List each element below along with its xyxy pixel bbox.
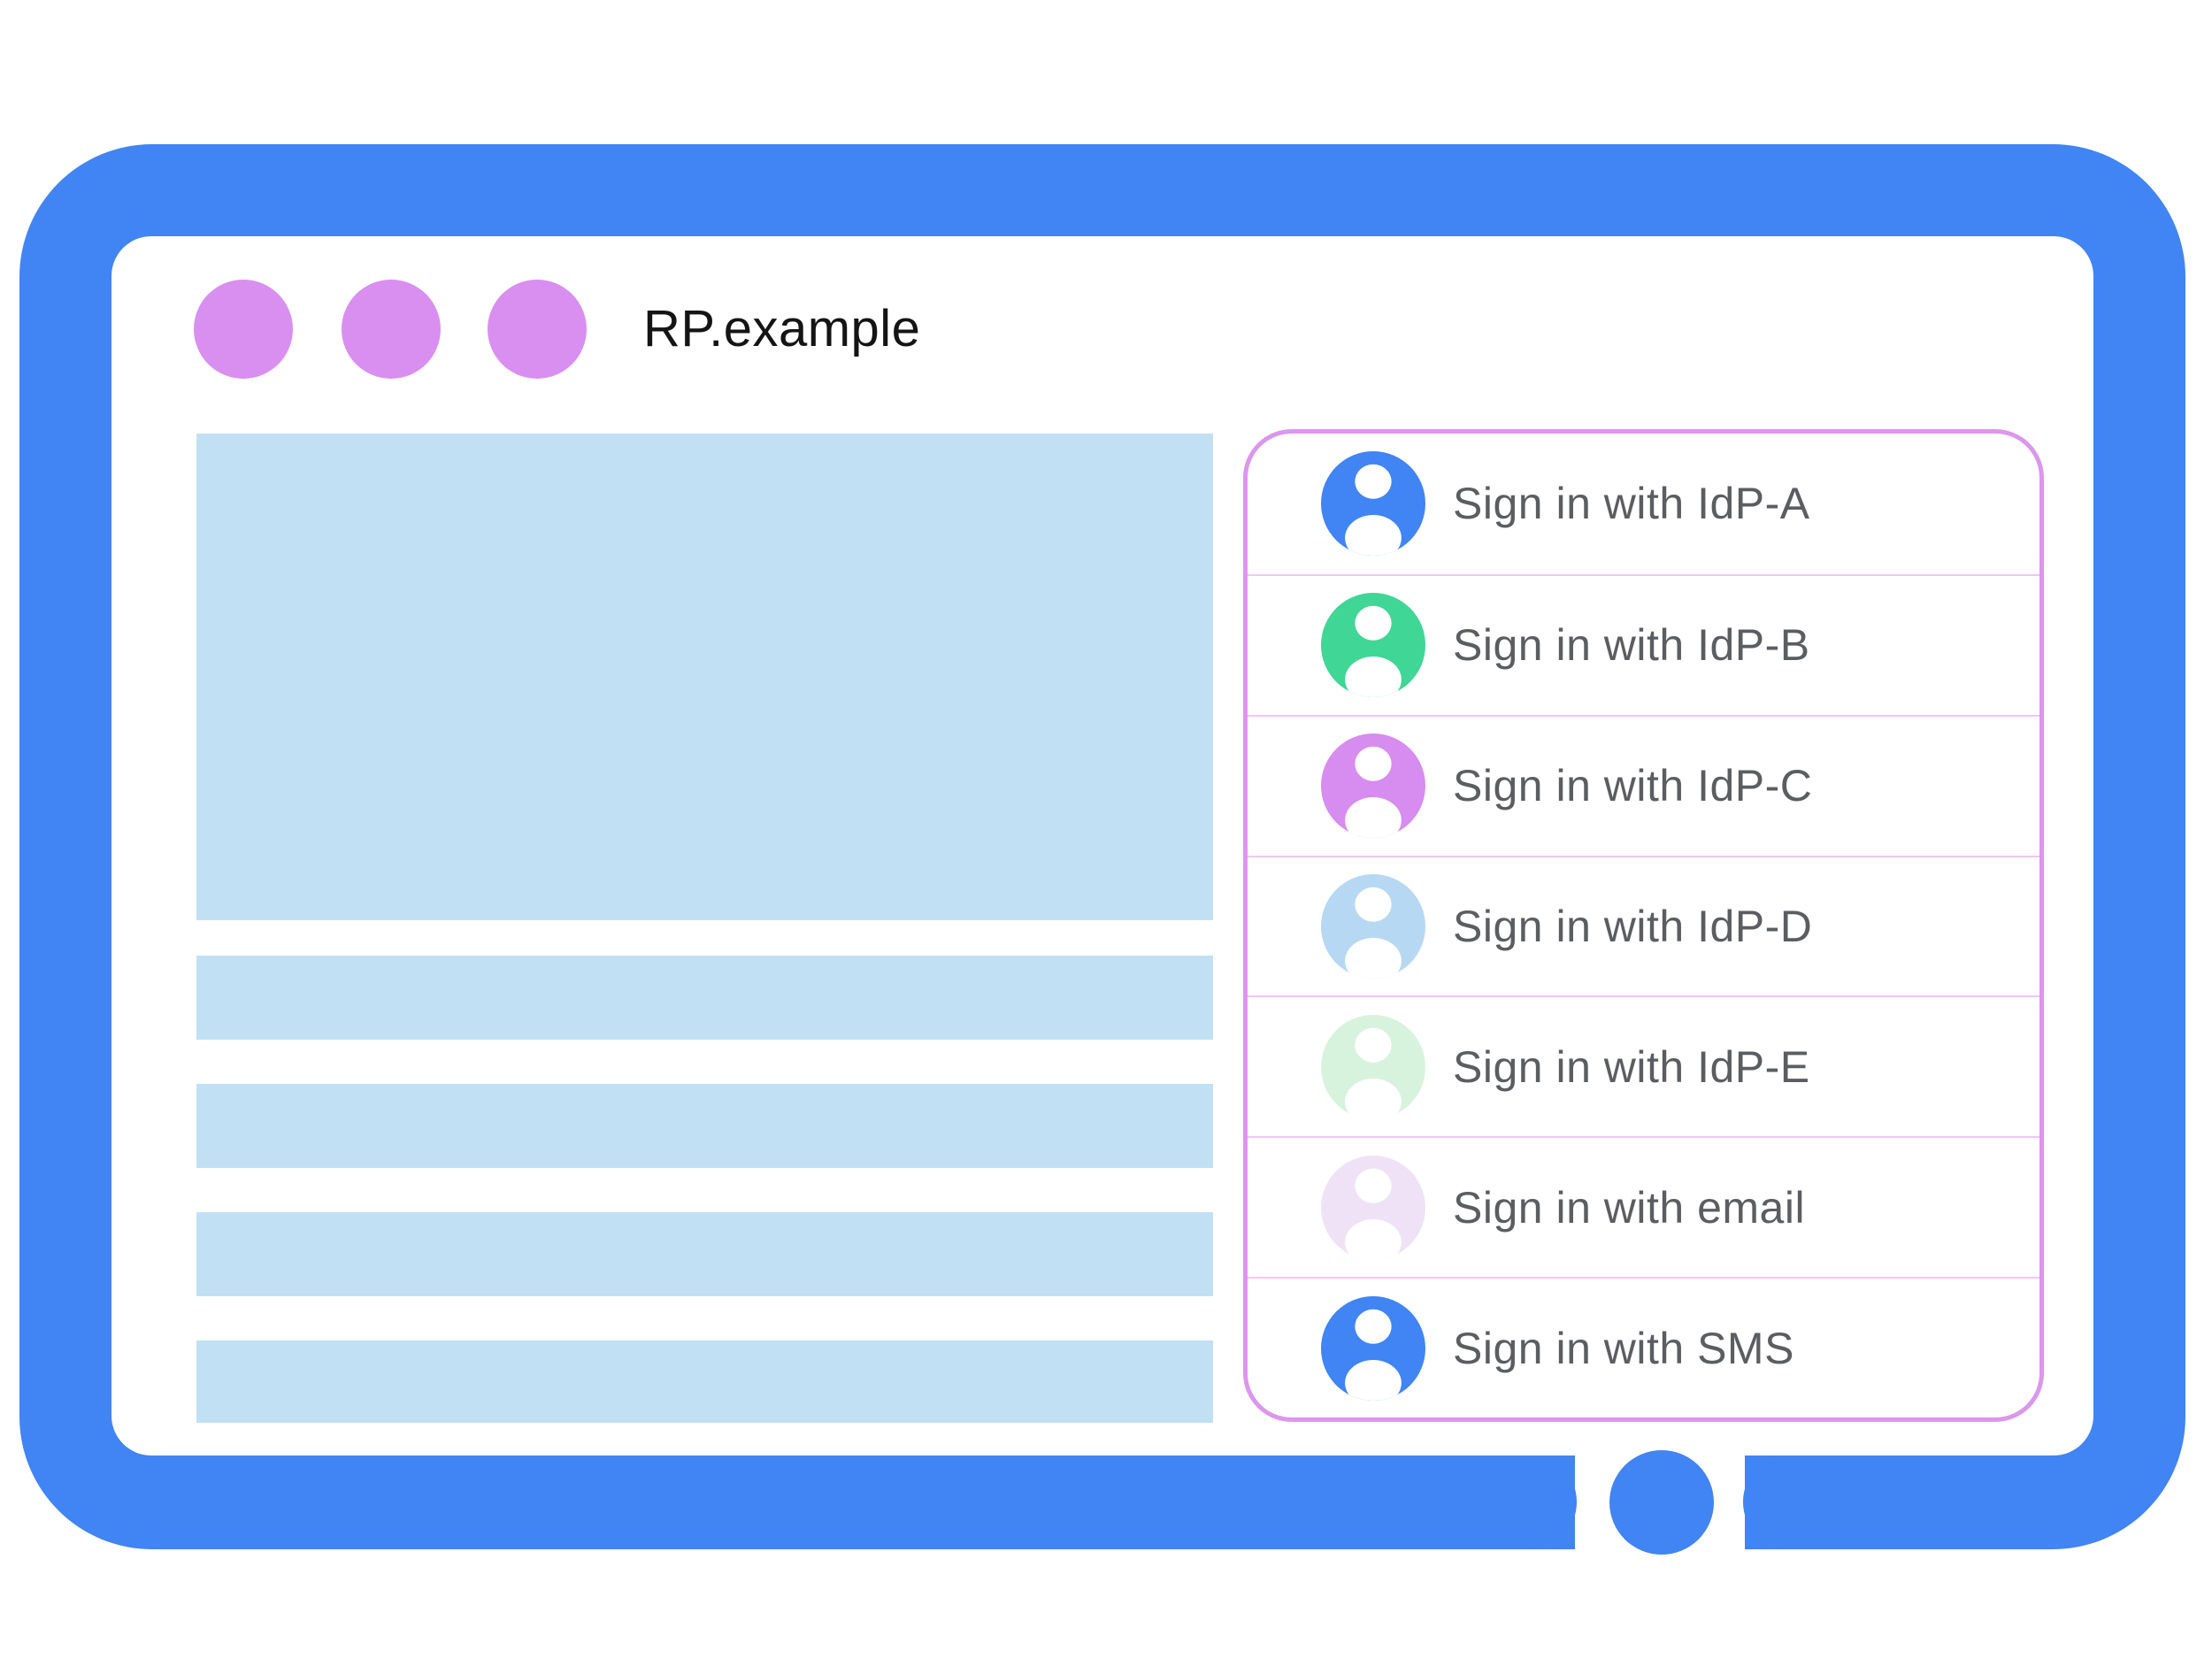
person-avatar-icon xyxy=(1321,1295,1425,1401)
signin-option-idp-c[interactable]: Sign in with IdP-C xyxy=(1248,714,2039,856)
signin-option-label: Sign in with email xyxy=(1453,1182,1806,1233)
signin-option-idp-e[interactable]: Sign in with IdP-E xyxy=(1248,995,2039,1136)
signin-option-label: Sign in with IdP-E xyxy=(1453,1041,1810,1092)
signin-panel: Sign in with IdP-A Sign in with IdP-B Si xyxy=(1243,429,2044,1422)
person-avatar-icon xyxy=(1321,593,1425,698)
signin-option-email[interactable]: Sign in with email xyxy=(1248,1136,2039,1277)
content-placeholder-bar xyxy=(196,1212,1213,1296)
person-avatar-icon xyxy=(1321,733,1425,839)
signin-option-label: Sign in with IdP-D xyxy=(1453,901,1813,951)
frame-bottom-bar-end xyxy=(1495,1455,1577,1548)
signin-option-idp-b[interactable]: Sign in with IdP-B xyxy=(1248,573,2039,715)
signin-option-label: Sign in with IdP-B xyxy=(1453,620,1810,671)
window-control-dot-icon xyxy=(342,280,441,379)
person-avatar-icon xyxy=(1321,451,1425,557)
window-control-dot-icon xyxy=(488,280,587,379)
signin-option-label: Sign in with SMS xyxy=(1453,1323,1794,1373)
site-title: RP.example xyxy=(643,300,921,357)
window-control-dot-icon xyxy=(194,280,293,379)
home-button xyxy=(1609,1450,1714,1555)
content-placeholder-bar xyxy=(196,1340,1213,1423)
person-avatar-icon xyxy=(1321,1014,1425,1119)
content-placeholder-bar xyxy=(196,956,1213,1040)
signin-option-idp-a[interactable]: Sign in with IdP-A xyxy=(1248,434,2039,574)
content-placeholder-hero xyxy=(196,434,1213,920)
person-avatar-icon xyxy=(1321,873,1425,979)
person-avatar-icon xyxy=(1321,1155,1425,1260)
content-placeholder-bar xyxy=(196,1084,1213,1168)
signin-option-label: Sign in with IdP-C xyxy=(1453,761,1813,811)
signin-option-label: Sign in with IdP-A xyxy=(1453,479,1810,529)
frame-bottom-bar-end xyxy=(1743,1455,1824,1548)
signin-option-idp-d[interactable]: Sign in with IdP-D xyxy=(1248,855,2039,996)
signin-option-sms[interactable]: Sign in with SMS xyxy=(1248,1277,2039,1417)
